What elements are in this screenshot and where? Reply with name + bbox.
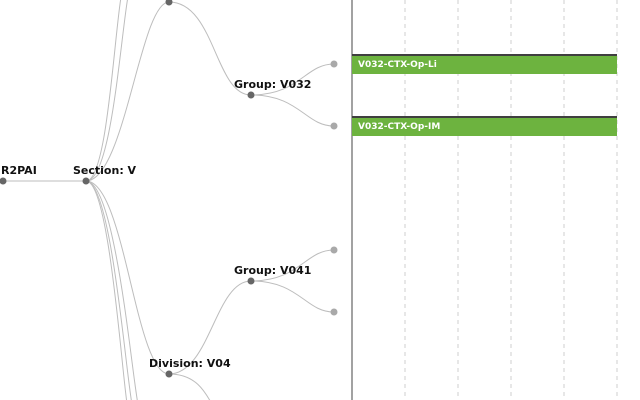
edge: [85, 0, 128, 182]
timeline-bar[interactable]: V032-CTX-Op-IM: [352, 116, 617, 136]
leaf-node[interactable]: [330, 246, 338, 254]
root-node[interactable]: [0, 177, 7, 185]
timeline-bar[interactable]: V032-CTX-Op-Li: [352, 54, 617, 74]
edge: [85, 0, 122, 182]
group-node-v032[interactable]: [247, 91, 255, 99]
section-label[interactable]: Section: V: [73, 164, 137, 177]
root-label[interactable]: R2PAI: [1, 164, 37, 177]
edge: [85, 180, 170, 375]
edge: [85, 180, 128, 400]
edge: [250, 280, 335, 313]
edge: [168, 280, 252, 375]
edge: [85, 180, 132, 400]
edge: [250, 249, 335, 282]
edge: [168, 373, 211, 400]
edge: [250, 63, 335, 96]
group-label-v032[interactable]: Group: V032: [234, 78, 312, 91]
edge: [85, 180, 138, 400]
division-label[interactable]: Division: V04: [149, 357, 231, 370]
leaf-node[interactable]: [330, 308, 338, 316]
division-node[interactable]: [165, 370, 173, 378]
edge: [85, 1, 170, 182]
section-node[interactable]: [82, 177, 90, 185]
leaf-node[interactable]: [330, 60, 338, 68]
group-node-v041[interactable]: [247, 277, 255, 285]
edge: [168, 1, 252, 96]
leaf-node[interactable]: [330, 122, 338, 130]
division-node-upper[interactable]: [165, 0, 173, 6]
edge: [250, 94, 335, 127]
group-label-v041[interactable]: Group: V041: [234, 264, 312, 277]
